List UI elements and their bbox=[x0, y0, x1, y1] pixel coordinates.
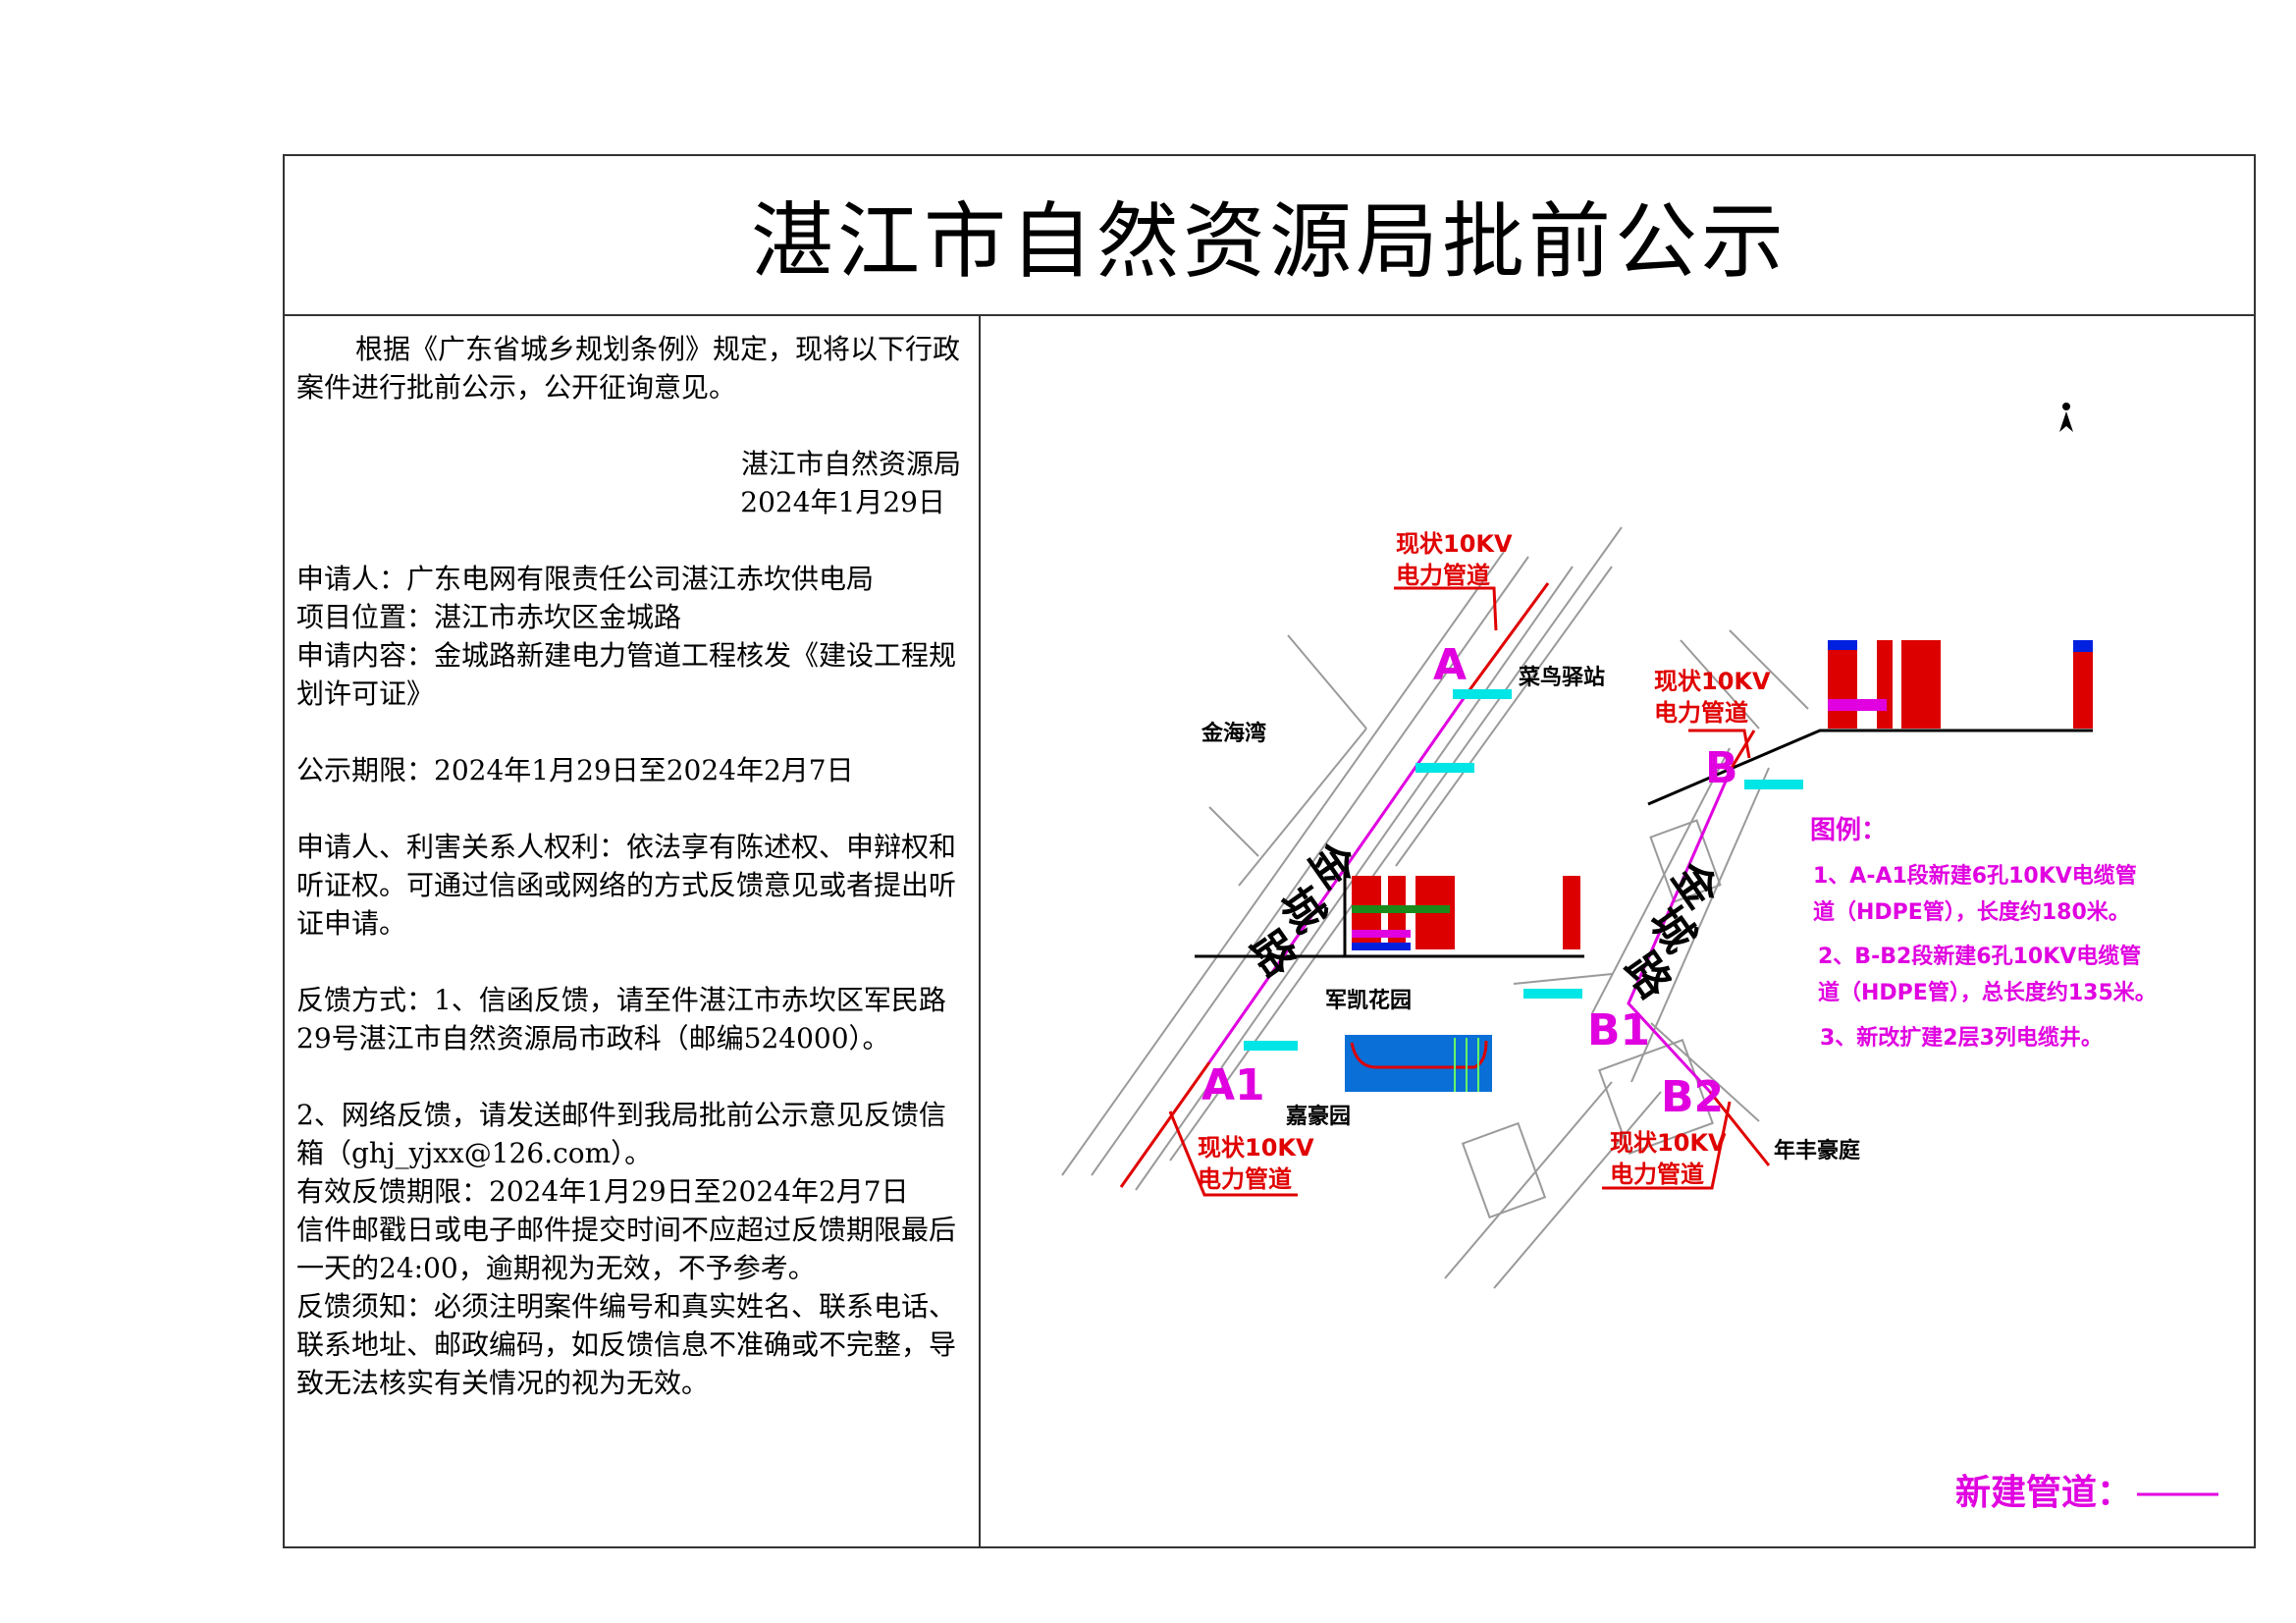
legend-title: 图例： bbox=[1810, 816, 1887, 845]
notice-requirements: 反馈须知：必须注明案件编号和真实姓名、联系电话、联系地址、邮政编码，如反馈信息不… bbox=[296, 1290, 957, 1399]
notice-content: 申请内容：金城路新建电力管道工程核发《建设工程规划许可证》 bbox=[296, 639, 957, 710]
existing-pipe-label-top-2: 电力管道 bbox=[1396, 562, 1490, 589]
notice-feedback-email: 2、网络反馈，请发送邮件到我局批前公示意见反馈信箱（ghj_yjxx@126.c… bbox=[296, 1099, 946, 1169]
road-outlines bbox=[1061, 526, 1809, 1289]
legend-item-1: 1、A-A1段新建6孔10KV电缆管 bbox=[1813, 863, 2137, 889]
point-a1-label: A1 bbox=[1201, 1060, 1265, 1110]
notice-applicant: 申请人：广东电网有限责任公司湛江赤坎供电局 bbox=[296, 563, 875, 595]
existing-pipe-label-b-2: 电力管道 bbox=[1654, 699, 1748, 727]
notice-deadline: 信件邮戳日或电子邮件提交时间不应超过反馈期限最后一天的24:00，逾期视为无效，… bbox=[296, 1214, 957, 1284]
notice-period: 公示期限：2024年1月29日至2024年2月7日 bbox=[296, 754, 854, 786]
legend-item-1b: 道（HDPE管），长度约180米。 bbox=[1813, 899, 2130, 925]
point-b1-label: B1 bbox=[1587, 1005, 1650, 1055]
section-lines bbox=[1195, 729, 2093, 958]
existing-pipe-label-a1-2: 电力管道 bbox=[1198, 1165, 1292, 1193]
site-map-drawing: 现状10KV 电力管道 现状10KV 电力管道 现状10KV 电力管道 现状10… bbox=[1061, 403, 2218, 1513]
place-cainiao: 菜鸟驿站 bbox=[1518, 665, 1605, 690]
notice-board: 湛江市自然资源局批前公示 根据《广东省城乡规划条例》规定，现将以下行政案件进行批… bbox=[283, 154, 2256, 1548]
section-table-right bbox=[1828, 640, 2093, 729]
notice-intro: 根据《广东省城乡规划条例》规定，现将以下行政案件进行批前公示，公开征询意见。 bbox=[296, 333, 961, 404]
place-junkai: 军凯花园 bbox=[1325, 988, 1412, 1013]
new-pipes bbox=[1207, 693, 1734, 1094]
notice-text-panel: 根据《广东省城乡规划条例》规定，现将以下行政案件进行批前公示，公开征询意见。 湛… bbox=[285, 316, 981, 1546]
notice-location: 项目位置：湛江市赤坎区金城路 bbox=[296, 601, 682, 633]
existing-pipe-label-b: 现状10KV bbox=[1654, 668, 1771, 695]
notice-issuer: 湛江市自然资源局 bbox=[740, 448, 961, 480]
site-map: 现状10KV 电力管道 现状10KV 电力管道 现状10KV 电力管道 现状10… bbox=[981, 316, 2254, 1546]
existing-pipe-label-b2: 现状10KV bbox=[1610, 1129, 1727, 1157]
page-title: 湛江市自然资源局批前公示 bbox=[750, 193, 1788, 290]
legend-item-3: 3、新改扩建2层3列电缆井。 bbox=[1820, 1025, 2103, 1051]
existing-pipe-label-b2-2: 电力管道 bbox=[1610, 1161, 1704, 1188]
section-table-left bbox=[1352, 876, 1580, 950]
existing-pipes bbox=[1119, 582, 1771, 1197]
notice-issue-date: 2024年1月29日 bbox=[740, 486, 945, 518]
notice-valid-period: 有效反馈期限：2024年1月29日至2024年2月7日 bbox=[296, 1175, 909, 1208]
notice-feedback-mail: 反馈方式：1、信函反馈，请至件湛江市赤坎区军民路29号湛江市自然资源局市政科（邮… bbox=[296, 984, 946, 1055]
map-legend: 图例： 1、A-A1段新建6孔10KV电缆管 道（HDPE管），长度约180米。… bbox=[1810, 816, 2157, 1051]
new-pipe-key: 新建管道： bbox=[1955, 1473, 2218, 1513]
cable-well-block bbox=[1345, 1035, 1492, 1092]
point-a-label: A bbox=[1433, 640, 1467, 690]
place-jiahao: 嘉豪园 bbox=[1286, 1104, 1351, 1129]
notice-rights: 申请人、利害关系人权利：依法享有陈述权、申辩权和听证权。可通过信函或网络的方式反… bbox=[296, 831, 957, 940]
well-markers bbox=[1244, 689, 1803, 1051]
title-row: 湛江市自然资源局批前公示 bbox=[285, 156, 2254, 316]
place-jinhaiwan: 金海湾 bbox=[1201, 721, 1266, 746]
north-arrow-icon bbox=[2059, 403, 2073, 432]
place-nianfeng: 年丰豪庭 bbox=[1774, 1138, 1860, 1163]
point-b-label: B bbox=[1705, 743, 1738, 793]
existing-pipe-label-a1: 现状10KV bbox=[1198, 1134, 1314, 1162]
point-b2-label: B2 bbox=[1661, 1072, 1724, 1122]
existing-pipe-label-top: 现状10KV bbox=[1396, 530, 1513, 558]
new-pipe-key-label: 新建管道： bbox=[1955, 1473, 2132, 1513]
legend-item-2: 2、B-B2段新建6孔10KV电缆管 bbox=[1818, 944, 2141, 969]
legend-item-2b: 道（HDPE管），总长度约135米。 bbox=[1818, 980, 2157, 1005]
